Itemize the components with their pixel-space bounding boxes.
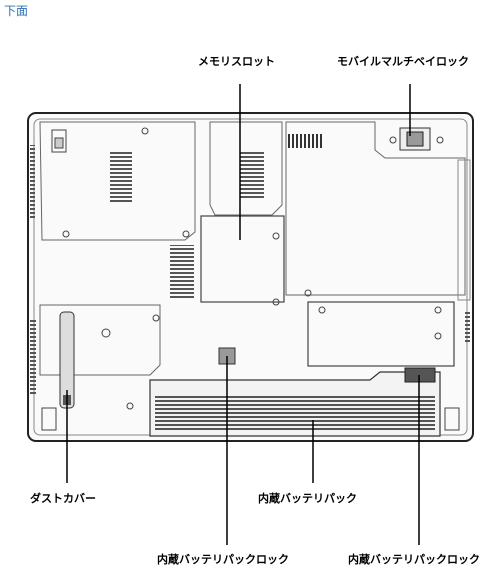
- screw: [318, 306, 326, 314]
- screw: [101, 328, 111, 338]
- label-dust-cover: ダストカバー: [30, 492, 96, 505]
- battery-lock-right: [404, 367, 436, 383]
- right-edge-ports: [465, 312, 470, 342]
- battery-vent-grille: [155, 395, 435, 430]
- top-left-panel: [39, 121, 196, 241]
- top-left-latch-inner: [54, 137, 64, 149]
- top-left-latch: [51, 129, 67, 153]
- left-edge-ports-lower: [30, 320, 36, 395]
- middle-right-compartment: [307, 301, 455, 367]
- screw: [434, 332, 442, 340]
- top-right-panel: [285, 121, 466, 296]
- screw: [126, 402, 134, 410]
- top-center-panel: [209, 121, 283, 216]
- vent-grille-top: [286, 134, 322, 148]
- screw: [152, 314, 160, 322]
- left-edge-ports: [30, 145, 35, 220]
- screw: [62, 230, 70, 238]
- label-memory-slot: メモリスロット: [198, 55, 275, 68]
- screw: [141, 127, 149, 135]
- vent-grille-b: [240, 150, 264, 200]
- dust-cover-panel: [39, 304, 161, 376]
- label-battery-lock-left: 内蔵バッテリパックロック: [157, 553, 289, 566]
- screw: [182, 230, 190, 238]
- screw: [304, 289, 312, 297]
- screw: [436, 136, 444, 144]
- page-heading: 下面: [4, 4, 29, 18]
- label-battery: 内蔵バッテリパック: [258, 492, 357, 505]
- label-multibay-lock: モバイルマルチベイロック: [337, 55, 469, 68]
- right-edge-panel: [457, 159, 471, 301]
- bottom-right-foot: [444, 407, 460, 431]
- label-battery-lock-right: 内蔵バッテリパックロック: [348, 553, 480, 566]
- screw: [389, 136, 397, 144]
- vent-grille-c: [170, 245, 194, 300]
- memory-slot-cover: [200, 215, 285, 303]
- screw: [434, 306, 442, 314]
- laptop-body: [27, 112, 474, 442]
- screw: [272, 298, 280, 306]
- multibay-lock-switch: [406, 131, 424, 147]
- screw: [272, 232, 280, 240]
- bottom-left-foot: [41, 407, 57, 431]
- vent-grille-a: [110, 150, 132, 202]
